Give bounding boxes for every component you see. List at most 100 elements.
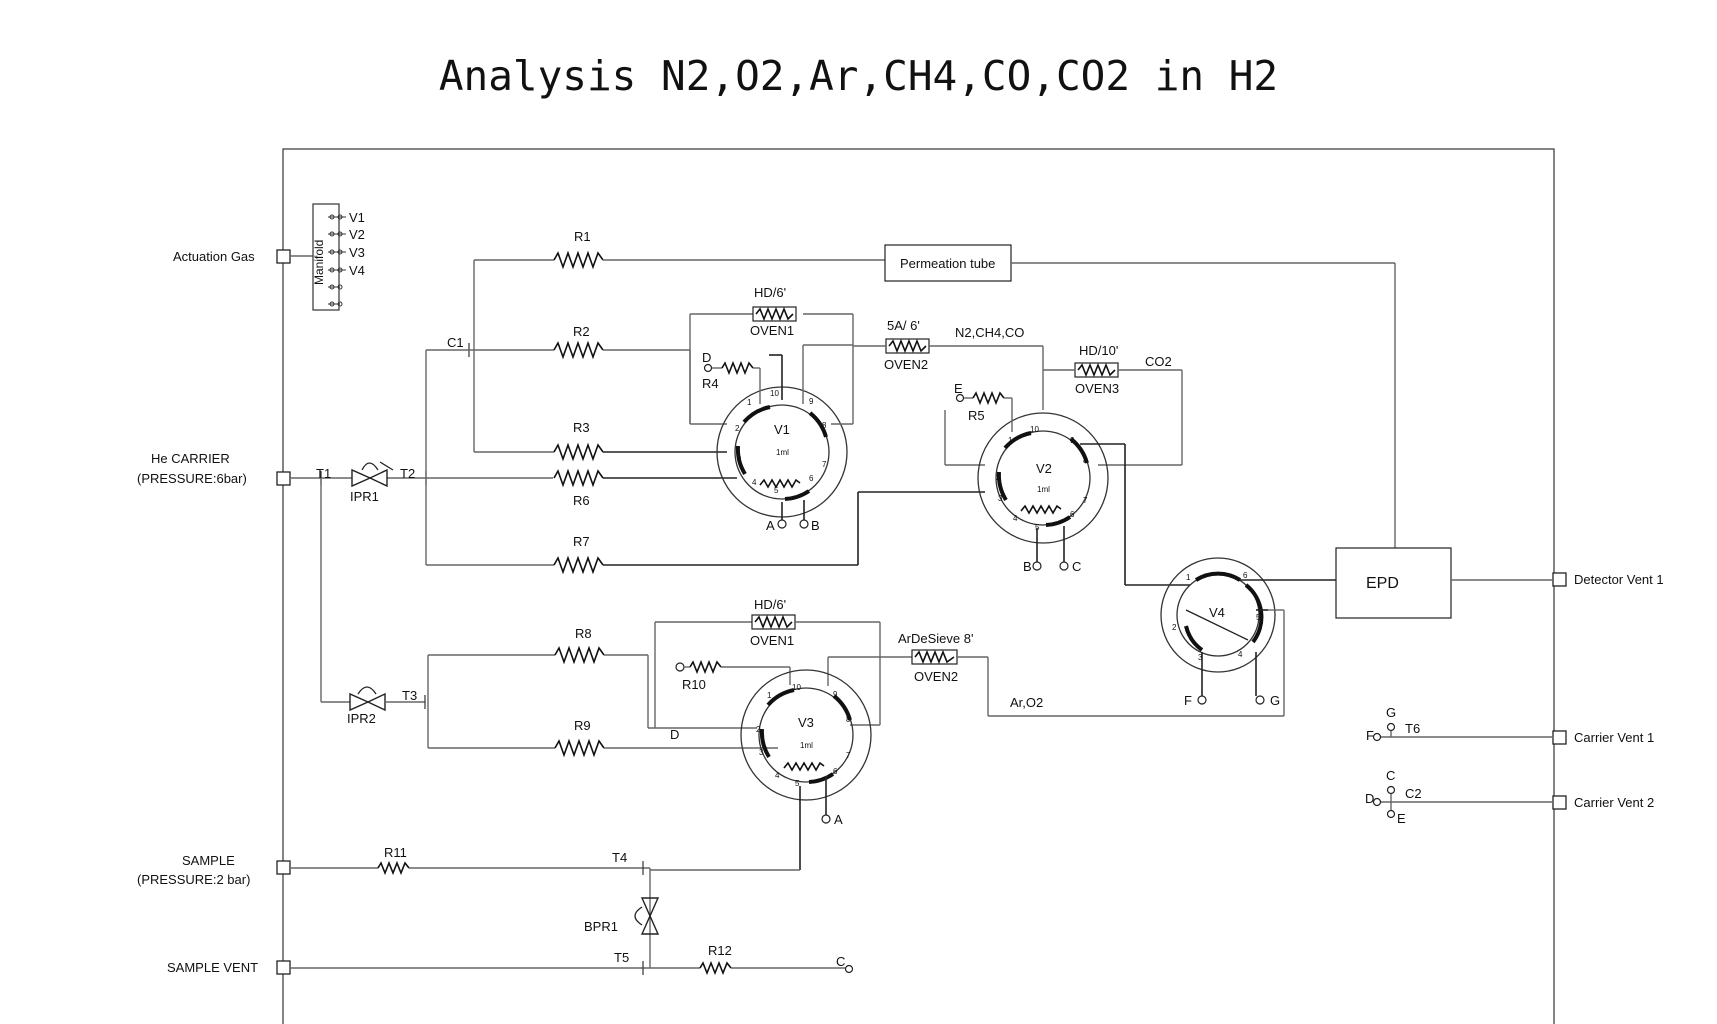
port-d-label-lower: D <box>670 727 679 742</box>
svg-text:1: 1 <box>747 398 752 407</box>
port-d-c2[interactable] <box>1372 797 1382 807</box>
port-b-v2[interactable] <box>1032 561 1042 571</box>
port-c-v2[interactable] <box>1059 561 1069 571</box>
port-f-v4[interactable] <box>1197 695 1207 705</box>
port-e-r5[interactable] <box>955 393 965 403</box>
port-f-label-t6: F <box>1366 728 1374 743</box>
he-carrier-pressure-label: (PRESSURE:6bar) <box>137 471 247 486</box>
port-g-v4[interactable] <box>1255 695 1265 705</box>
svg-text:9: 9 <box>1070 436 1075 445</box>
svg-text:6: 6 <box>1243 571 1248 580</box>
tee-c1-label: C1 <box>447 335 464 350</box>
valve-v2-loop: 1ml <box>1037 485 1050 494</box>
svg-text:2: 2 <box>996 473 1001 482</box>
actuation-gas-port[interactable] <box>276 249 291 264</box>
svg-text:4: 4 <box>752 478 757 487</box>
epd-detector: EPD <box>1335 547 1452 619</box>
port-a-label-v1: A <box>766 518 775 533</box>
port-b-v1[interactable] <box>799 519 809 529</box>
sample-vent-label: SAMPLE VENT <box>167 960 258 975</box>
port-g-label-t6: G <box>1386 705 1396 720</box>
sample-vent-port[interactable] <box>276 960 291 975</box>
valve-v4-label: V4 <box>1209 605 1225 620</box>
ipr1-regulator[interactable] <box>351 461 394 488</box>
he-carrier-port[interactable] <box>276 471 291 486</box>
svg-text:2: 2 <box>1172 623 1177 632</box>
svg-text:10: 10 <box>792 683 801 692</box>
sample-port[interactable] <box>276 860 291 875</box>
r5-label: R5 <box>968 408 985 423</box>
bpr1-regulator[interactable] <box>634 897 660 935</box>
valve-v1-label: V1 <box>774 422 790 437</box>
svg-text:9: 9 <box>809 397 814 406</box>
valve-v3-loop: 1ml <box>800 741 813 750</box>
valve-v3[interactable]: V3 1ml 1 2 3 4 5 6 7 8 9 10 <box>740 669 872 801</box>
port-c-c2[interactable] <box>1386 785 1396 795</box>
col4-oven: OVEN1 <box>750 633 794 648</box>
svg-text:5: 5 <box>1256 613 1261 622</box>
port-r10-end[interactable] <box>675 662 685 672</box>
valve-v1[interactable]: V1 1ml 1 2 3 4 5 6 7 8 9 10 <box>716 386 848 518</box>
column-5a6-oven2 <box>885 338 930 354</box>
port-c-label-c2: C <box>1386 768 1395 783</box>
port-f-t6[interactable] <box>1372 732 1382 742</box>
carrier-vent-2-label: Carrier Vent 2 <box>1574 795 1654 810</box>
svg-text:6: 6 <box>1070 510 1075 519</box>
col5-name: ArDeSieve 8' <box>898 631 973 646</box>
ipr2-label: IPR2 <box>347 711 376 726</box>
svg-text:2: 2 <box>735 424 740 433</box>
sample-pressure-label: (PRESSURE:2 bar) <box>137 872 250 887</box>
svg-text:3: 3 <box>737 455 742 464</box>
valve-v4[interactable]: V4 1 2 3 4 5 6 <box>1160 557 1276 673</box>
valve-v2[interactable]: V2 1ml 1 2 3 4 5 6 7 8 9 10 <box>977 412 1109 544</box>
port-d-r4[interactable] <box>703 363 713 373</box>
svg-text:2: 2 <box>756 725 761 734</box>
carrier-vent-1-port[interactable] <box>1552 730 1567 745</box>
valve-v3-label: V3 <box>798 715 814 730</box>
port-e-c2[interactable] <box>1386 809 1396 819</box>
he-carrier-label: He CARRIER <box>151 451 230 466</box>
manifold-v4: V4 <box>349 263 365 278</box>
carrier-vent-2-port[interactable] <box>1552 795 1567 810</box>
column-ardesieve-oven2 <box>911 649 958 665</box>
port-c-sample-vent[interactable] <box>844 964 854 974</box>
port-b-label-v2: B <box>1023 559 1032 574</box>
flow-co2: CO2 <box>1145 354 1172 369</box>
port-e-label-r5: E <box>954 381 963 396</box>
permeation-tube: Permeation tube <box>884 244 1012 282</box>
r10-label: R10 <box>682 677 706 692</box>
r3-label: R3 <box>573 420 590 435</box>
port-b-label-v1: B <box>811 518 820 533</box>
svg-text:3: 3 <box>759 748 764 757</box>
detector-vent-1-port[interactable] <box>1552 572 1567 587</box>
port-d-label-r4: D <box>702 350 711 365</box>
r11-label: R11 <box>384 845 407 860</box>
manifold-label: Manifold <box>312 240 326 285</box>
svg-text:7: 7 <box>822 460 827 469</box>
r6-label: R6 <box>573 493 590 508</box>
tee-t2-label: T2 <box>400 466 415 481</box>
carrier-vent-1-label: Carrier Vent 1 <box>1574 730 1654 745</box>
svg-text:5: 5 <box>795 779 800 788</box>
r1-label: R1 <box>574 229 591 244</box>
port-d-label-c2: D <box>1365 791 1374 806</box>
col2-oven: OVEN2 <box>884 357 928 372</box>
svg-text:8: 8 <box>822 421 827 430</box>
column-hd6-oven1-top <box>752 306 797 322</box>
col2-name: 5A/ 6' <box>887 318 920 333</box>
svg-text:5: 5 <box>1035 523 1040 532</box>
r8-label: R8 <box>575 626 592 641</box>
svg-text:9: 9 <box>833 690 838 699</box>
col1-oven: OVEN1 <box>750 323 794 338</box>
port-a-label-v3: A <box>834 812 843 827</box>
valve-v2-label: V2 <box>1036 461 1052 476</box>
tee-t5-label: T5 <box>614 950 629 965</box>
port-c-label-sample-vent: C <box>836 954 845 969</box>
port-g-t6[interactable] <box>1386 722 1396 732</box>
port-a-v3[interactable] <box>821 814 831 824</box>
svg-text:10: 10 <box>1030 425 1039 434</box>
port-a-v1[interactable] <box>777 519 787 529</box>
port-f-label-v4: F <box>1184 693 1192 708</box>
ipr2-regulator[interactable] <box>349 686 386 712</box>
permeation-tube-label: Permeation tube <box>900 256 995 271</box>
